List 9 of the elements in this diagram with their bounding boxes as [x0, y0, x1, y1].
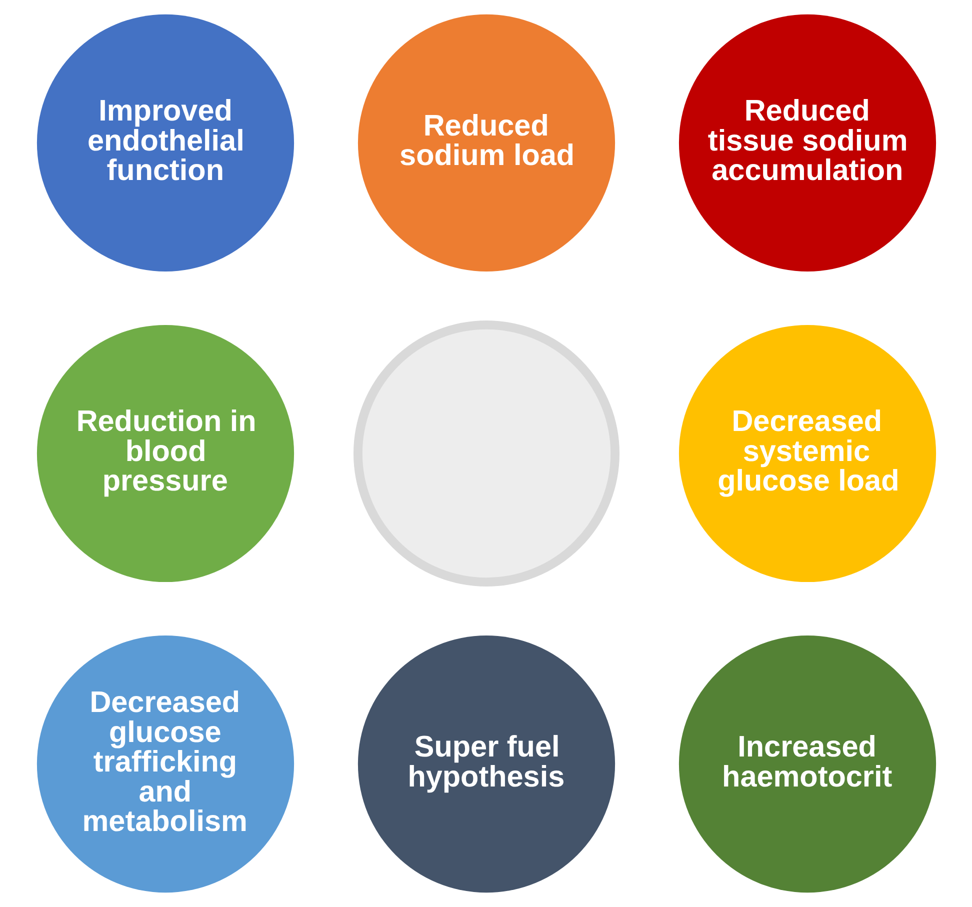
- node-circle: Reduction in blood pressure: [36, 324, 294, 582]
- node-circle: Decreased systemic glucose load: [678, 324, 936, 582]
- node-circle: Reduced sodium load: [357, 14, 615, 272]
- node-circle: Increased haemotocrit: [678, 636, 936, 893]
- node-circle: Super fuel hypothesis: [357, 636, 615, 893]
- node-circle: Improved endothelial function: [36, 14, 294, 272]
- node-circle: Decreased glucose trafficking and metabolism: [36, 636, 294, 893]
- node-circle: Reduced tissue sodium accumulation: [678, 14, 936, 272]
- node-circle: [353, 320, 619, 586]
